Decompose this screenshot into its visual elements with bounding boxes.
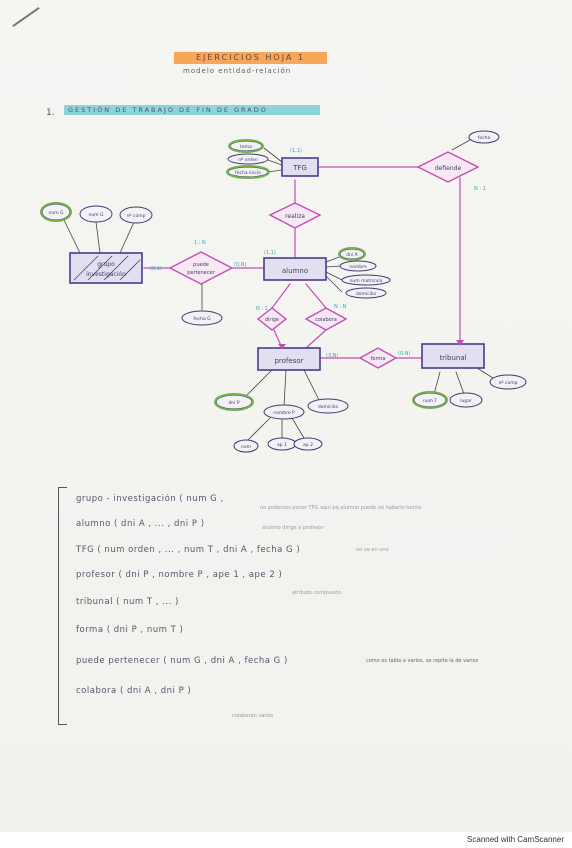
attr-tfg-fecha: fecha inicio [235, 170, 261, 176]
entity-label-tfg: TFG [292, 164, 307, 172]
card-pertenece-label: 1 : N [194, 240, 206, 246]
attr-alumno-matricula: num matrícula [350, 277, 383, 284]
schema-line-8: colabora ( dni A , dni P ) [76, 686, 192, 696]
card-pertenece-alumno: (0,N) [234, 262, 246, 268]
card-alumno-realiza: (1,1) [264, 250, 276, 256]
attr-nombre-ap1: ap 1 [277, 442, 287, 448]
attr-grupo-comp: nº comp [127, 214, 146, 219]
attr-nombre-nom: nom [241, 445, 251, 450]
attr-tribunal-lugar: lugar [460, 398, 472, 404]
section-number: 1. [46, 108, 55, 118]
schema-note-4: atributo compuesto [292, 590, 342, 596]
schema-bracket [58, 487, 67, 725]
page-title: EJERCICIOS HOJA 1 [174, 52, 327, 64]
entity-label-tribunal: tribunal [439, 354, 466, 362]
schema-line-3: TFG ( num orden , ... , num T , dni A , … [76, 545, 301, 555]
relation-label-colabora: colabora [315, 317, 337, 323]
card-dirige-label: N : 1 [256, 306, 268, 312]
schema-line-6: forma ( dni P , num T ) [76, 625, 184, 635]
card-grupo-pertenece: (0,1) [150, 266, 162, 272]
section-title: GESTIÓN DE TRABAJO DE FIN DE GRADO [64, 105, 320, 115]
entity-label-grupo-2: investigación [86, 271, 126, 278]
schema-line-7: puede pertenecer ( num G , dni A , fecha… [76, 656, 288, 666]
schema-note-1: no podemos poner TFG aquí pq alumno pued… [260, 505, 422, 511]
attr-alumno-nombre: nombre [349, 264, 367, 270]
page-subtitle: modelo entidad-relación [183, 67, 292, 75]
relation-pertenece [168, 251, 234, 285]
attr-profesor-nombre: nombre P [273, 410, 295, 416]
attr-profesor-domicilio: domicilio [318, 404, 338, 410]
attr-nombre-ap2: ap 2 [303, 442, 313, 448]
schema-line-1: grupo - investigación ( num G , [76, 494, 224, 504]
relation-label-defiende: defiende [435, 165, 462, 172]
attr-tfg-tema: tema [240, 144, 252, 150]
attr-tribunal-comp: nº comp [499, 381, 518, 386]
attr-grupo-num: num G [48, 210, 64, 216]
attr-grupo-nom: nom G [89, 212, 104, 218]
schema-note-3: no va en uno [356, 547, 389, 553]
scanner-watermark: Scanned with CamScanner [467, 835, 564, 844]
attr-tfg-orden: nº orden [238, 157, 258, 163]
relation-forma [358, 347, 398, 369]
relation-colabora [304, 307, 348, 331]
relation-dirige [256, 307, 288, 331]
relation-label-pertenece-1: puede [193, 262, 209, 268]
card-profesor-forma: (3,N) [326, 353, 338, 359]
relation-label-pertenece-2: pertenecer [187, 270, 215, 276]
card-defiende-tribunal: N : 1 [474, 186, 486, 192]
entity-label-grupo-1: grupo [97, 261, 115, 268]
schema-note-6: colaboran varios [232, 713, 274, 719]
entity-profesor [257, 347, 321, 371]
relation-label-forma: forma [371, 356, 386, 362]
entity-tfg [281, 157, 319, 177]
attr-profesor-dni: dni P [228, 400, 239, 406]
attr-alumno-domicilio: domicilio [356, 291, 376, 297]
er-diagram: TFG grupo investigación alumno profesor … [40, 130, 527, 453]
schema-line-4: profesor ( dni P , nombre P , ape 1 , ap… [76, 570, 283, 580]
card-tfg-defiende: (1,1) [290, 148, 302, 154]
schema-line-2: alumno ( dni A , ... , dni P ) [76, 519, 205, 529]
attr-tribunal-num: num T [423, 398, 438, 404]
relation-realiza [268, 202, 322, 229]
schema-note-2: alumno dirige a profesor [262, 525, 324, 531]
entity-alumno [263, 257, 327, 281]
relation-label-dirige: dirige [265, 317, 279, 323]
card-forma-tribunal: (0,N) [398, 351, 410, 357]
attr-defiende-fecha: fecha [478, 135, 491, 141]
entity-label-profesor: profesor [274, 357, 303, 365]
card-colabora-label: N : N [334, 304, 347, 310]
attr-pertenece-fecha: fecha G [193, 316, 211, 322]
relation-label-realiza: realiza [285, 213, 305, 220]
schema-note-5: como es tabla a varios, se repite la de … [366, 658, 479, 664]
entity-label-alumno: alumno [282, 267, 308, 275]
relation-defiende [416, 151, 480, 183]
schema-line-5: tribunal ( num T , ... ) [76, 597, 179, 607]
attr-alumno-dni: dni A [346, 252, 358, 258]
entity-tribunal [421, 343, 485, 369]
